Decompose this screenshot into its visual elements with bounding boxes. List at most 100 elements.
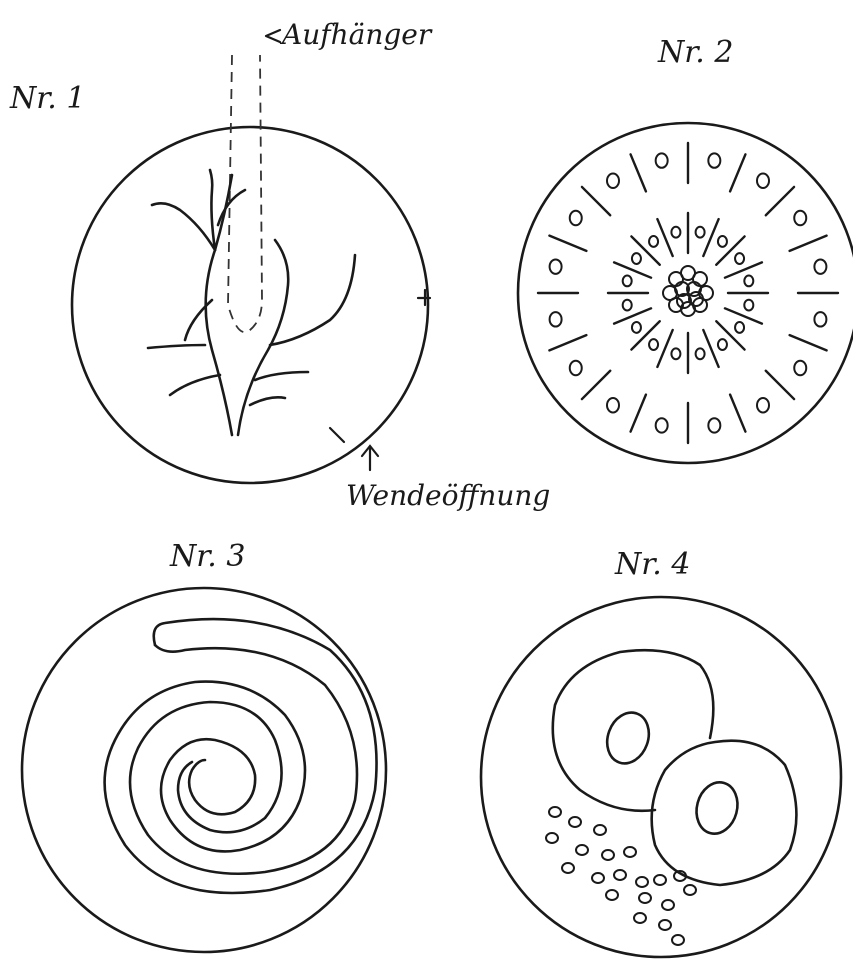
ring-dot [814,259,826,273]
blob-back [553,650,714,811]
scatter-dot [624,847,636,857]
scatter-dot [562,863,574,873]
scatter-dot [549,807,561,817]
ring-dot [623,276,632,287]
label-aufhaenger-group: Aufhänger [266,18,433,51]
hanger-loop [228,55,262,332]
ring-dot [696,348,705,359]
scatter-dot [684,885,696,895]
ring-dot [607,398,619,412]
scatter-dot [672,935,684,945]
ring-dot [607,174,619,188]
scatter-dot [594,825,606,835]
scatter-dot [636,877,648,887]
radial-dash [703,219,718,256]
scatter-dot [654,875,666,885]
blob-back-hole [600,707,655,770]
pattern-nr3: Nr. 3 [22,539,386,952]
radial-dash [657,219,672,256]
scatter-dot [606,890,618,900]
ring-dot [757,398,769,412]
radial-dash [703,330,718,367]
scatter-dot [639,893,651,903]
opening-tick-bottom [330,428,344,442]
ring-dot [735,253,744,264]
ring-dot [550,312,562,326]
label-nr1: Nr. 1 [9,81,85,116]
ring-dot [718,339,727,350]
radial-dash [730,154,745,191]
scatter-dot [546,833,558,843]
label-nr2: Nr. 2 [657,35,733,70]
ring-dot [744,276,753,287]
ring-dot [656,418,668,432]
radial-dash [730,395,745,432]
pattern-nr4: Nr. 4 [481,547,841,957]
radial-dash [631,321,659,349]
label-wendeoeffnung: Wendeöffnung [346,479,550,512]
ring-dot [671,227,680,238]
label-nr3: Nr. 3 [169,539,245,574]
center-cluster [663,266,713,316]
radial-dash [614,308,651,323]
scatter-dot [592,873,604,883]
ring-dot [794,361,806,375]
scatter-dot [659,920,671,930]
spiral [105,619,377,893]
radial-dash [766,371,794,399]
radial-dash [725,308,762,323]
blob-front-hole [691,778,743,839]
ring-dot [656,153,668,167]
ring-dot [570,361,582,375]
radial-dash [725,262,762,277]
radial-dash [614,262,651,277]
ring-dot [649,339,658,350]
ring-dot [550,259,562,273]
pattern-nr2: Nr. 2 [518,35,853,463]
label-aufhaenger: Aufhänger [279,18,433,51]
radial-dash [549,236,586,251]
radial-dash [790,236,827,251]
branch-drawing [148,170,355,435]
ring-dot [744,300,753,311]
scatter-dot [602,850,614,860]
ring-dot [708,418,720,432]
radial-dash [716,321,744,349]
radial-dash [657,330,672,367]
ring-dot [708,153,720,167]
radial-dash [631,236,659,264]
radial-dash [549,335,586,350]
pattern-nr1: Nr. 1 Aufhänger Wendeöffnung [9,18,550,512]
arrow-left-icon [266,30,280,42]
circle-nr3 [22,588,386,952]
radial-dash [582,187,610,215]
ring-dot [671,348,680,359]
ring-dot [632,322,641,333]
circle-nr1 [72,127,428,483]
ring-dot [632,253,641,264]
scatter-dot [614,870,626,880]
ring-dot [649,236,658,247]
arrow-up-icon [362,446,378,470]
radial-dash [631,395,646,432]
ring-dot [794,211,806,225]
ring-dot [696,227,705,238]
scatter-dot [662,900,674,910]
ring-dot [570,211,582,225]
ring-dot [735,322,744,333]
ring-dot [718,236,727,247]
radial-dash [716,236,744,264]
scatter-dot [569,817,581,827]
ring-dot [757,174,769,188]
radial-dash [790,335,827,350]
scatter-dot [634,913,646,923]
scatter-dot [576,845,588,855]
blob-front [652,741,797,885]
spiral-outer-return [130,645,357,874]
label-wendeoeffnung-group: Wendeöffnung [346,446,550,512]
radial-dash [582,371,610,399]
scattered-dots [546,807,696,945]
ring-dot [623,300,632,311]
radial-dash [766,187,794,215]
